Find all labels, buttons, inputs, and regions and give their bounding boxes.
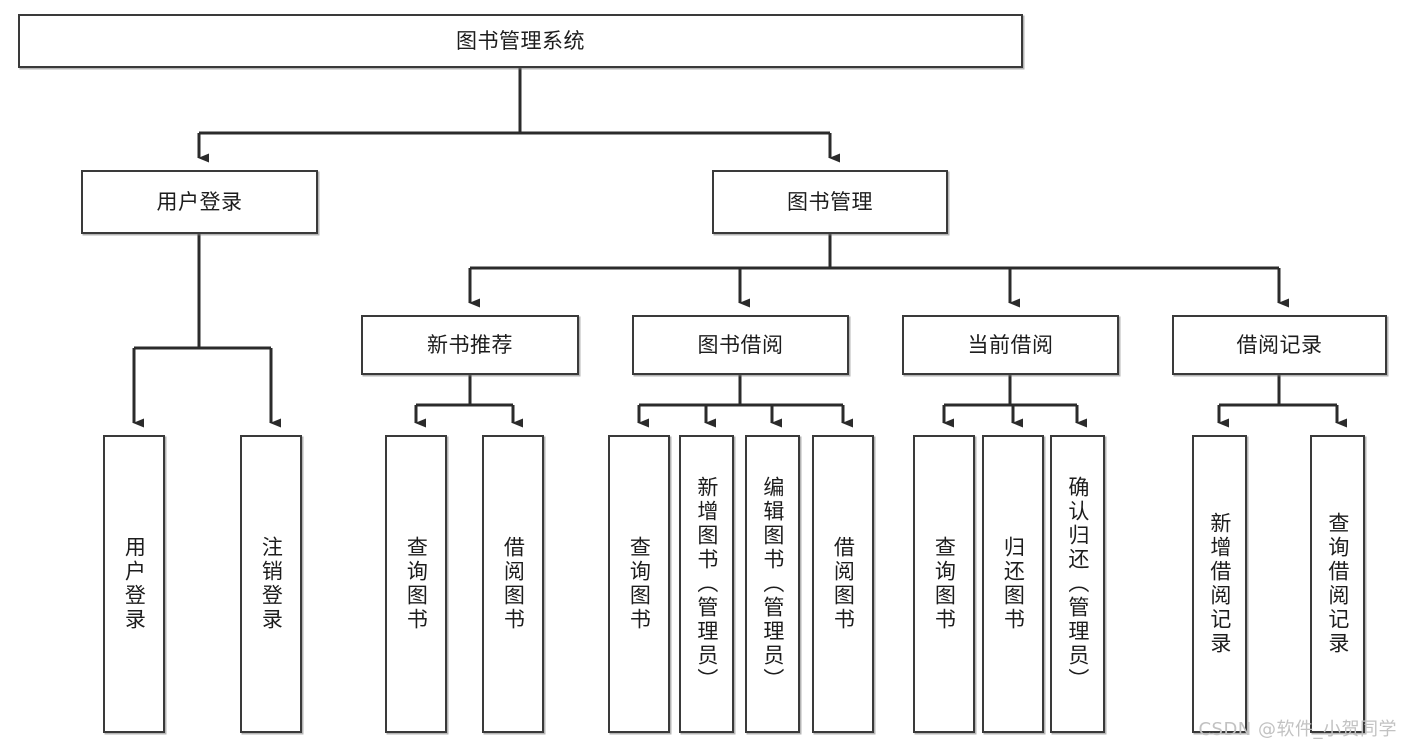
node-leaf-query-books-recommend[interactable]: 查询图书 (385, 435, 447, 733)
node-leaf-borrow-books-recommend[interactable]: 借阅图书 (482, 435, 544, 733)
edge-borrowrecords-to-leaves (1217, 375, 1347, 428)
node-current-borrow[interactable]: 当前借阅 (902, 315, 1119, 375)
node-label: 新增图书（管理员） (694, 476, 719, 692)
node-label: 用户登录 (156, 189, 243, 214)
node-leaf-logout[interactable]: 注销登录 (240, 435, 302, 733)
edge-root-to-level2 (197, 68, 840, 163)
node-label: 确认归还（管理员） (1065, 476, 1090, 692)
node-leaf-borrow-books[interactable]: 借阅图书 (812, 435, 874, 733)
edge-bookborrow-to-leaves (637, 375, 853, 428)
edge-newbook-to-leaves (414, 375, 523, 428)
edge-bookmgmt-to-level3 (468, 234, 1289, 308)
node-leaf-user-login[interactable]: 用户登录 (103, 435, 165, 733)
node-root-system[interactable]: 图书管理系统 (18, 14, 1023, 68)
node-label: 图书借阅 (697, 332, 784, 357)
node-leaf-return-books[interactable]: 归还图书 (982, 435, 1044, 733)
node-book-management-group[interactable]: 图书管理 (712, 170, 948, 234)
node-label: 新书推荐 (427, 332, 513, 357)
edge-userlogin-to-leaves (132, 234, 281, 428)
node-label: 查询图书 (932, 536, 957, 632)
node-label: 借阅图书 (501, 536, 526, 632)
node-label: 当前借阅 (967, 332, 1054, 357)
node-leaf-confirm-return-admin[interactable]: 确认归还（管理员） (1050, 435, 1105, 733)
node-borrow-records[interactable]: 借阅记录 (1172, 315, 1387, 375)
node-label: 查询图书 (627, 536, 652, 632)
node-label: 查询借阅记录 (1325, 512, 1350, 656)
node-label: 借阅记录 (1236, 332, 1323, 357)
node-book-borrow[interactable]: 图书借阅 (632, 315, 849, 375)
node-leaf-add-book-admin[interactable]: 新增图书（管理员） (679, 435, 734, 733)
node-label: 注销登录 (259, 536, 284, 632)
node-label: 图书管理系统 (456, 28, 585, 53)
node-label: 图书管理 (787, 189, 873, 214)
node-leaf-query-books-current[interactable]: 查询图书 (913, 435, 975, 733)
node-leaf-query-books-borrow[interactable]: 查询图书 (608, 435, 670, 733)
edge-currentborrow-to-leaves (942, 375, 1087, 428)
node-new-book-recommend[interactable]: 新书推荐 (361, 315, 579, 375)
node-label: 编辑图书（管理员） (760, 476, 785, 692)
node-leaf-query-borrow-record[interactable]: 查询借阅记录 (1310, 435, 1365, 733)
node-leaf-add-borrow-record[interactable]: 新增借阅记录 (1192, 435, 1247, 733)
node-user-login-group[interactable]: 用户登录 (81, 170, 318, 234)
node-label: 借阅图书 (831, 536, 856, 632)
node-label: 新增借阅记录 (1207, 512, 1232, 656)
node-label: 查询图书 (404, 536, 429, 632)
node-label: 归还图书 (1001, 536, 1026, 632)
node-leaf-edit-book-admin[interactable]: 编辑图书（管理员） (745, 435, 800, 733)
node-label: 用户登录 (122, 536, 147, 632)
